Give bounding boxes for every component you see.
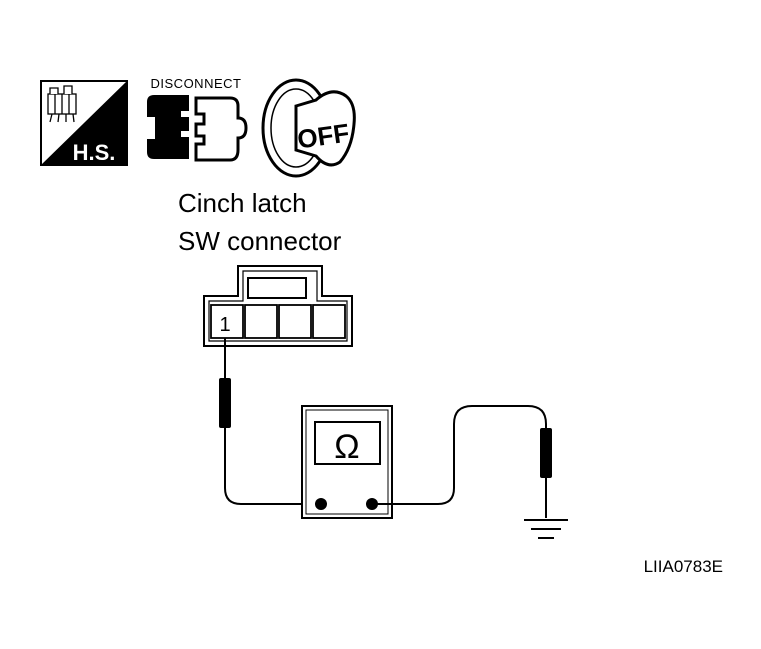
harness-connector-sketch-icon [47,85,77,123]
cinch-latch-sw-connector: 1 [203,265,353,347]
ohmmeter: Ω [301,405,393,519]
ignition-off-label: OFF [295,118,351,155]
probe-negative [372,405,552,518]
meter-terminal-positive [315,498,327,510]
ohmmeter-display [314,421,381,465]
terminal-cavity-2 [244,304,278,339]
connector-latch [247,277,307,299]
disconnect-label: DISCONNECT [151,76,242,91]
figure-id: LIIA0783E [644,557,723,576]
terminal-number-label: 1 [219,314,230,336]
terminal-cavity-3 [278,304,312,339]
connector-half-male-icon [147,95,189,159]
terminal-cavity-4 [312,304,346,339]
disconnect-icon: DISCONNECT [147,76,248,162]
connector-half-female-icon [194,96,248,162]
ohm-symbol: Ω [334,428,359,466]
terminal-cavity-1 [210,304,244,339]
connector-title-line2: SW connector [178,226,342,256]
ground-icon [524,519,568,539]
connector-title-line1: Cinch latch [178,188,307,218]
probe-positive [219,338,321,505]
ignition-key-icon [294,90,356,167]
ignition-off-icon: OFF [261,78,356,178]
harness-side-icon: H.S. [40,80,128,166]
harness-side-label: H.S. [73,140,116,165]
